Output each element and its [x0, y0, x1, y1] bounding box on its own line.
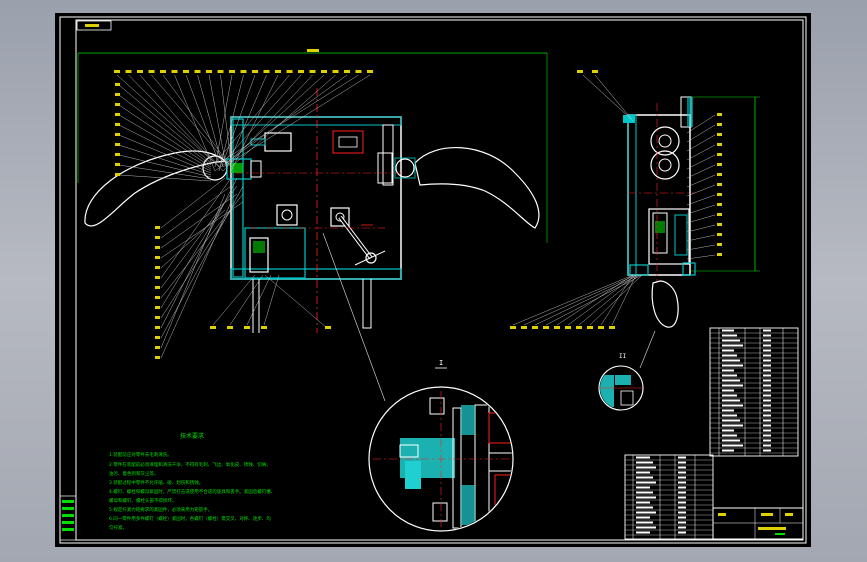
tech-req-line-6: 螺母和螺钉、螺栓头部不得损坏。	[109, 497, 177, 504]
tech-req-line-3: 油污、着色剂和灰尘等。	[109, 470, 159, 477]
tech-req-line-2: 2.零件在装配前必须清理和清洗干净，不得有毛刺、飞边、氧化皮、锈蚀、切屑、	[109, 461, 271, 468]
front-view-leaders	[114, 70, 373, 359]
drawing-sheet[interactable]: I II 技术要求 1.装配前应对零件去毛刺清洗。	[55, 13, 811, 547]
detail-I: I	[322, 232, 514, 532]
side-view-leaders	[510, 70, 722, 329]
tech-req-line-7: 5.规定拧紧力矩要求的紧固件，必须采用力矩扳手。	[109, 506, 212, 513]
tech-req-line-8: 6.同一零件用多件螺钉（螺栓）紧固时，各螺钉（螺栓）需交叉、对称、逐步、均	[109, 515, 271, 522]
side-pulley-lower	[650, 150, 680, 180]
bearing-block	[332, 130, 364, 154]
detail-II: II	[598, 330, 656, 411]
side-gripper-tip	[651, 280, 679, 328]
drawing-number-text	[85, 24, 99, 27]
drawing-number-box	[76, 20, 112, 31]
side-pulley-upper	[650, 126, 680, 156]
left-hinge	[202, 155, 228, 181]
tech-req-title: 技术要求	[180, 432, 204, 440]
right-roller	[395, 158, 415, 178]
tech-req-line-9: 匀拧紧。	[109, 524, 127, 531]
detail-II-circle	[598, 365, 644, 411]
detail-II-label: II	[619, 353, 627, 360]
tech-req-line-4: 3.装配过程中零件不允许磕、碰、划伤和锈蚀。	[109, 479, 203, 486]
outer-frame	[59, 16, 807, 544]
detail-I-label: I	[439, 359, 443, 367]
side-view	[623, 96, 760, 328]
assembly-drawing: I II 技术要求 1.装配前应对零件去毛刺清洗。	[59, 16, 807, 544]
front-view	[77, 49, 548, 333]
technical-requirements: 技术要求 1.装配前应对零件去毛刺清洗。 2.零件在装配前必须清理和清洗干净，不…	[109, 432, 275, 531]
parts-list-table	[624, 327, 804, 540]
left-revision-block	[59, 495, 77, 541]
detail-I-circle	[368, 386, 514, 532]
linear-actuator	[249, 237, 269, 273]
right-gripper-arm	[414, 147, 540, 229]
tech-req-line-1: 1.装配前应对零件去毛刺清洗。	[109, 451, 172, 458]
inner-frame	[75, 19, 804, 541]
drive-motor	[264, 132, 292, 152]
tech-req-line-5: 4.螺钉、螺栓和螺母紧固时，严禁打击或使用不合适的旋具和扳手。紧固后螺钉槽、	[109, 488, 275, 495]
